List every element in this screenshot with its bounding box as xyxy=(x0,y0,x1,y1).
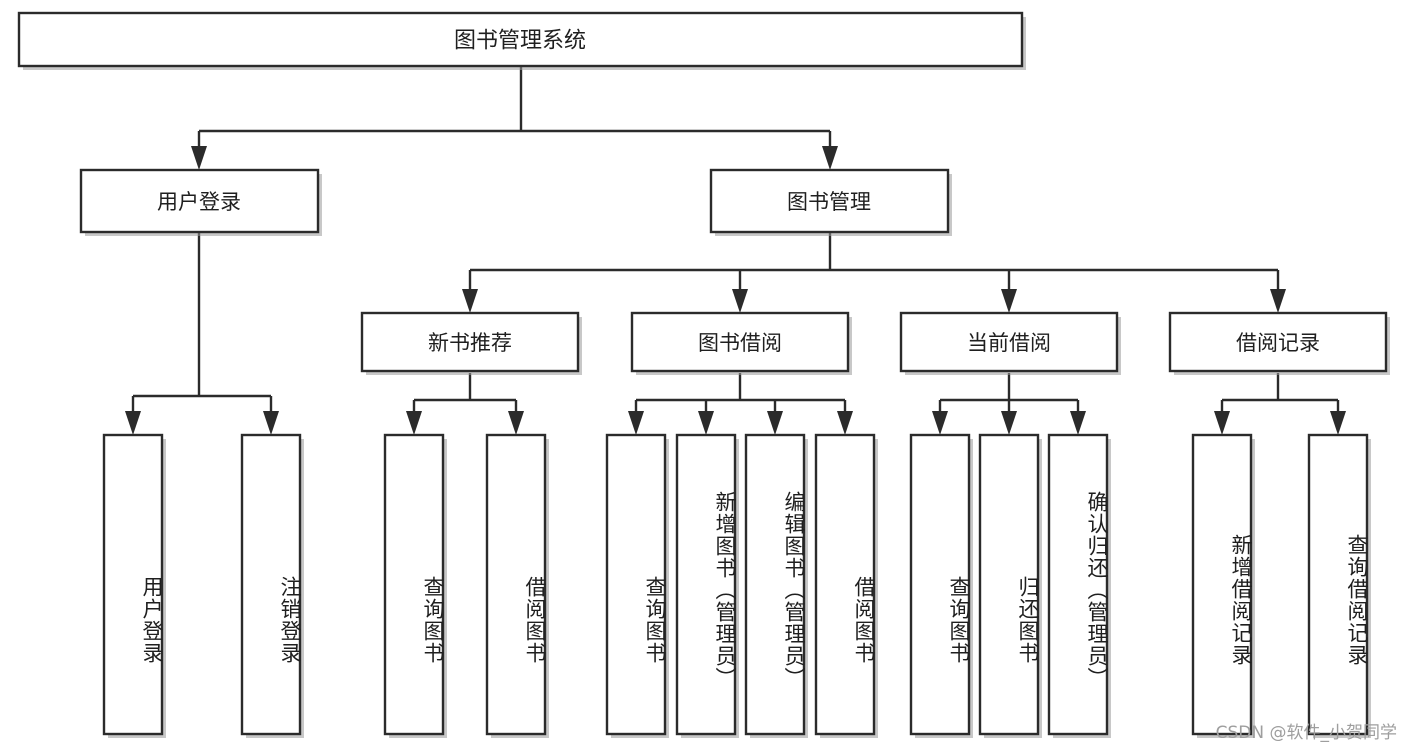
leaf-node-current-borrow-1[interactable] xyxy=(909,433,973,738)
leaf-boxes xyxy=(102,433,1371,738)
arrow-user-login-leaf1 xyxy=(125,411,141,435)
arrow-book-borrow-leaf4 xyxy=(837,411,853,435)
arrow-current-borrow-leaf3 xyxy=(1070,411,1086,435)
arrow-book-borrow-leaf1 xyxy=(628,411,644,435)
arrow-to-new-book xyxy=(462,289,478,313)
node-new-book-label: 新书推荐 xyxy=(428,331,512,355)
leaf-node-borrow-record-2[interactable] xyxy=(1307,433,1371,738)
leaf-node-book-borrow-3[interactable] xyxy=(744,433,808,738)
arrow-book-borrow-leaf3 xyxy=(767,411,783,435)
leaf-node-user-login-2[interactable] xyxy=(240,433,304,738)
arrow-current-borrow-leaf1 xyxy=(932,411,948,435)
arrow-new-book-leaf2 xyxy=(508,411,524,435)
leaf-node-current-borrow-3[interactable] xyxy=(1047,433,1111,738)
node-current-borrow[interactable]: 当前借阅 xyxy=(899,311,1121,375)
leaf-node-book-borrow-4[interactable] xyxy=(814,433,878,738)
leaf-node-borrow-record-1[interactable] xyxy=(1191,433,1255,738)
node-user-login-label: 用户登录 xyxy=(157,190,241,214)
arrow-to-book-borrow xyxy=(732,289,748,313)
leaf-node-user-login-1[interactable] xyxy=(102,433,166,738)
arrow-borrow-record-leaf1 xyxy=(1214,411,1230,435)
connectors xyxy=(125,66,1346,435)
arrow-to-borrow-record xyxy=(1270,289,1286,313)
leaf-node-new-book-2[interactable] xyxy=(485,433,549,738)
node-current-borrow-label: 当前借阅 xyxy=(967,331,1051,355)
arrow-to-user-login xyxy=(191,146,207,170)
node-new-book[interactable]: 新书推荐 xyxy=(360,311,582,375)
node-book-borrow[interactable]: 图书借阅 xyxy=(630,311,852,375)
node-borrow-record[interactable]: 借阅记录 xyxy=(1168,311,1390,375)
leaf-node-book-borrow-2[interactable] xyxy=(675,433,739,738)
arrow-new-book-leaf1 xyxy=(406,411,422,435)
leaf-node-current-borrow-2[interactable] xyxy=(978,433,1042,738)
node-book-manage-label: 图书管理 xyxy=(787,190,871,214)
node-root[interactable]: 图书管理系统 xyxy=(17,11,1026,70)
arrow-to-current-borrow xyxy=(1001,289,1017,313)
leaf-node-book-borrow-1[interactable] xyxy=(605,433,669,738)
arrow-book-borrow-leaf2 xyxy=(698,411,714,435)
node-root-label: 图书管理系统 xyxy=(454,29,586,54)
node-book-manage[interactable]: 图书管理 xyxy=(709,168,952,236)
node-book-borrow-label: 图书借阅 xyxy=(698,331,782,355)
watermark-text: CSDN @软件_小贺同学 xyxy=(1215,723,1397,743)
arrow-borrow-record-leaf2 xyxy=(1330,411,1346,435)
node-borrow-record-label: 借阅记录 xyxy=(1236,331,1320,355)
leaf-node-new-book-1[interactable] xyxy=(383,433,447,738)
arrow-user-login-leaf2 xyxy=(263,411,279,435)
arrow-to-book-manage xyxy=(822,146,838,170)
node-user-login[interactable]: 用户登录 xyxy=(79,168,322,236)
arrow-current-borrow-leaf2 xyxy=(1001,411,1017,435)
